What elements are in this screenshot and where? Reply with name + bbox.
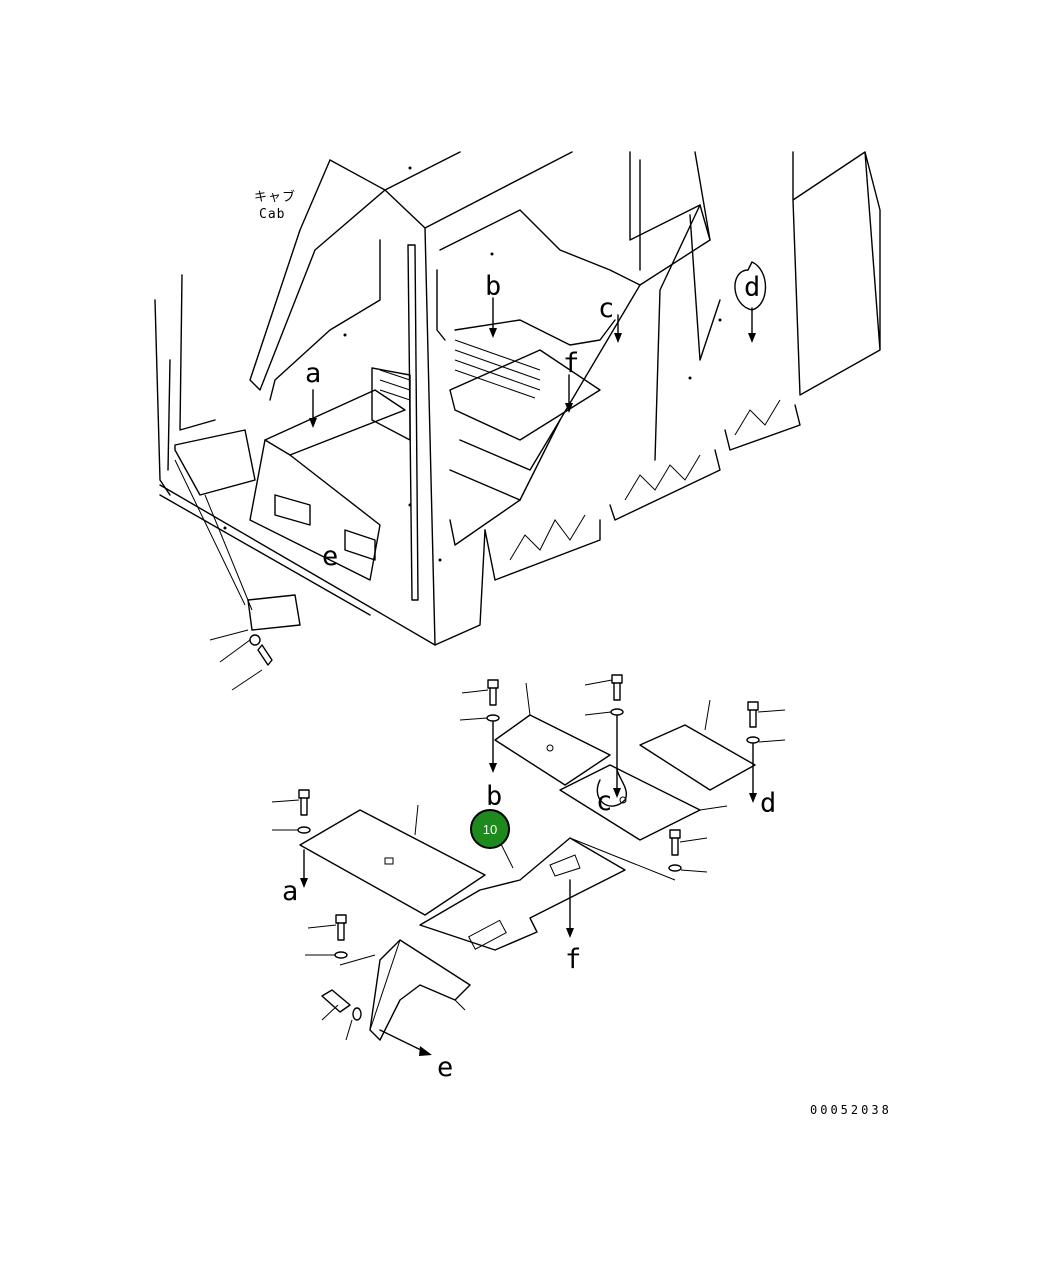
ref-label-a-top: a [305,358,321,389]
ref-label-b-top: b [485,271,501,302]
ref-label-f-bottom: f [565,944,581,975]
cab-assembly [154,151,881,691]
bolt-e [321,989,432,1056]
callout-circle[interactable] [470,809,510,849]
callout-10[interactable]: 10 [470,809,514,869]
ref-label-d-bottom: d [760,788,776,819]
drawing-number: 00052038 [810,1103,892,1117]
ref-label-c-top: c [598,293,614,324]
ref-label-c-bottom: c [596,786,612,817]
floor-plates [299,682,756,1041]
bolt-right [668,829,708,873]
bolt-b [459,679,500,773]
ref-label-f-top: f [563,348,579,379]
bolt-d [746,701,786,803]
bolt-a [271,789,311,888]
cab-label-jp: キャブ [254,189,296,205]
callout-number[interactable]: 10 [483,822,497,837]
ref-label-b-bottom: b [486,781,502,812]
bolt-c [584,674,624,798]
bolts-washers [271,674,786,1056]
cab-label-en: Cab [259,207,285,222]
ref-label-a-bottom: a [282,876,298,907]
ref-label-e-top: e [322,541,338,572]
ref-label-d-top: d [744,272,760,303]
cab-reference-arrows [309,261,767,428]
ref-label-e-bottom: e [437,1052,453,1083]
bolt-guard [305,914,348,959]
